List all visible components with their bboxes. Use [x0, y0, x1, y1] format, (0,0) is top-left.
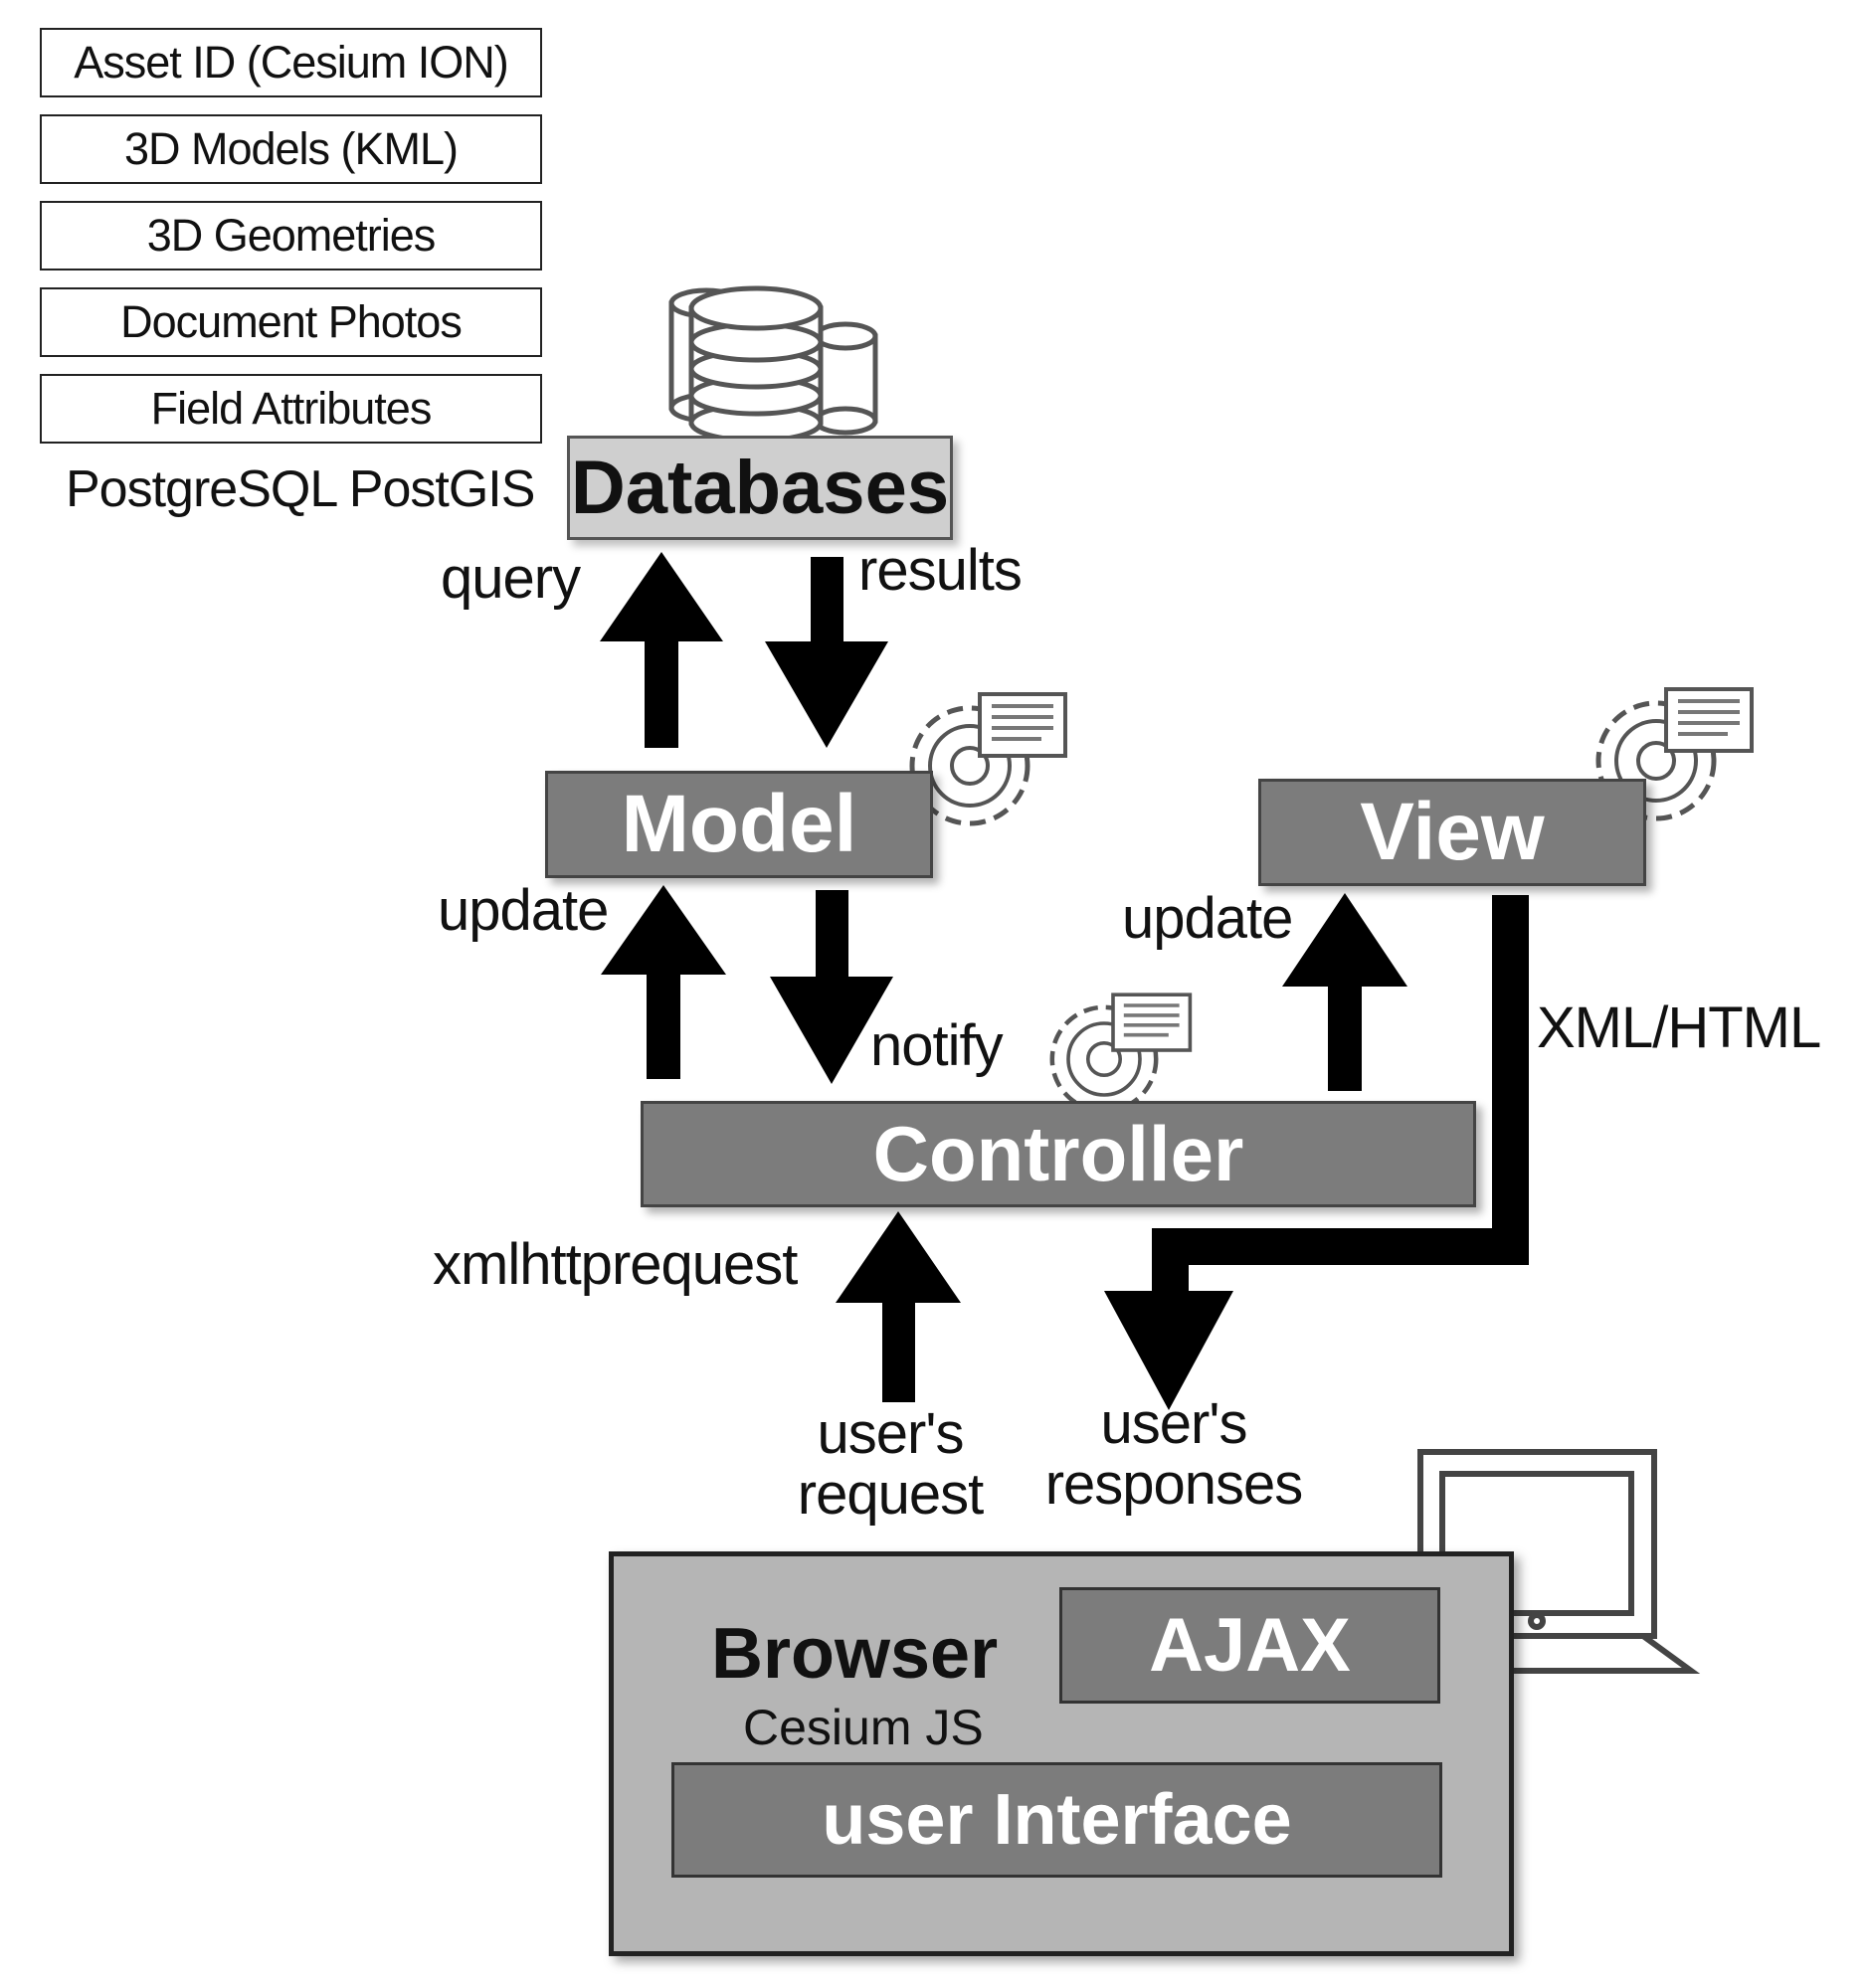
model-gear-document-icon	[912, 694, 1065, 823]
update-model-label: update	[438, 878, 609, 943]
legend-item-3d-models: 3D Models (KML)	[40, 114, 542, 184]
controller-box: Controller	[641, 1101, 1476, 1207]
arrows	[600, 552, 1529, 1768]
legend-item-field-attributes: Field Attributes	[40, 374, 542, 444]
xml-html-label: XML/HTML	[1537, 995, 1821, 1060]
update-view-arrow	[1282, 893, 1407, 1091]
legend-item-document-photos: Document Photos	[40, 287, 542, 357]
xmlhttprequest-label: xmlhttprequest	[433, 1232, 798, 1297]
ajax-box: AJAX	[1059, 1587, 1440, 1704]
xml-html-arrow	[1104, 895, 1529, 1410]
results-label: results	[858, 538, 1023, 603]
notify-arrow	[770, 890, 893, 1084]
results-arrow	[765, 557, 888, 748]
browser-subtitle: Cesium JS	[743, 1700, 984, 1755]
users-request-label: user's request	[797, 1401, 984, 1527]
users-responses-label: user's responses	[1044, 1391, 1304, 1517]
model-box: Model	[545, 771, 933, 878]
query-label: query	[441, 546, 581, 611]
query-arrow	[600, 552, 723, 748]
xmlhttprequest-arrow	[836, 1211, 961, 1402]
browser-title: Browser	[711, 1614, 999, 1694]
view-box: View	[1258, 779, 1646, 886]
legend-item-3d-geometries: 3D Geometries	[40, 201, 542, 271]
update-model-arrow	[601, 885, 726, 1079]
user-interface-box: user Interface	[671, 1762, 1442, 1878]
notify-label: notify	[870, 1013, 1004, 1078]
database-stack-icon	[668, 285, 878, 444]
update-view-label: update	[1122, 886, 1293, 951]
legend-item-asset-id: Asset ID (Cesium ION)	[40, 28, 542, 97]
legend-caption: PostgreSQL PostGIS	[66, 460, 535, 518]
controller-gear-document-icon	[1052, 994, 1191, 1111]
databases-box: Databases	[567, 436, 953, 540]
